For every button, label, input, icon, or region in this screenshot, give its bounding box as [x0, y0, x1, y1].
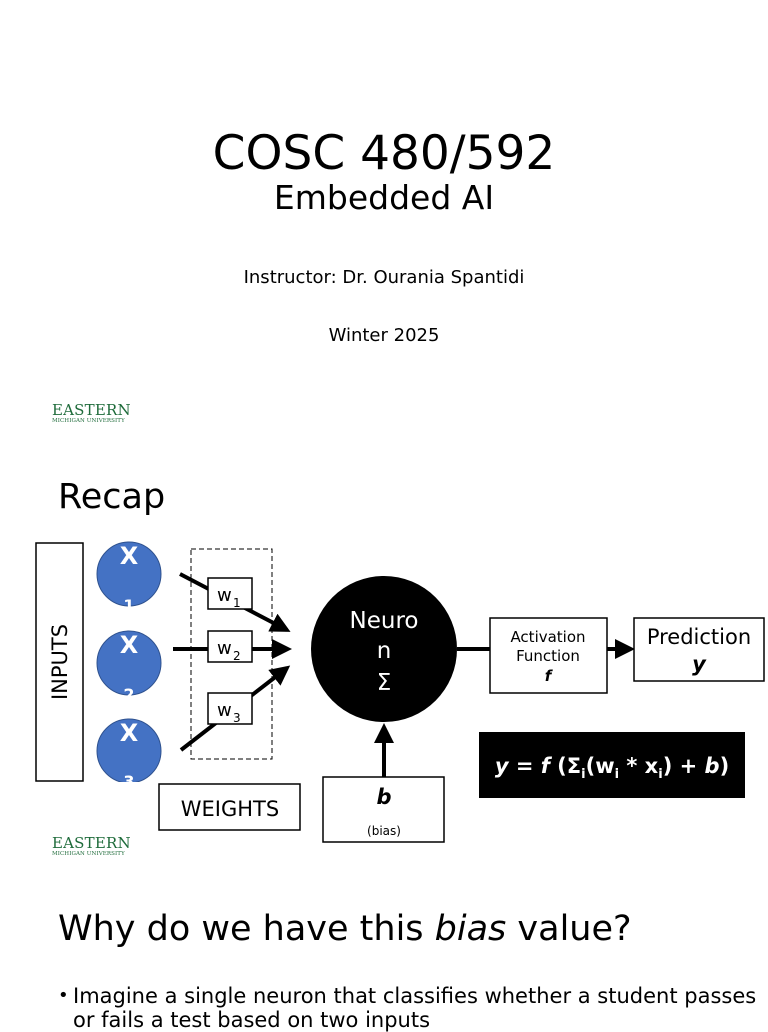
activation-label-line2: Function — [516, 647, 580, 665]
recap-heading: Recap — [58, 477, 166, 517]
inputs-box — [35, 542, 84, 782]
neuron-diagram: INPUTS X 1 X 2 X 3 w 1 w 2 w 3 WEIGHTS — [35, 541, 765, 843]
weights-label: WEIGHTS — [181, 797, 279, 821]
term-line: Winter 2025 — [328, 325, 440, 346]
logo-subtext: MICHIGAN UNIVERSITY — [52, 418, 125, 424]
formula-text: y = f (Σi(wi * xi) + b) — [495, 754, 729, 782]
question-emphasis: bias — [434, 909, 507, 949]
weight-box-1: w 1 — [207, 577, 253, 610]
weight-box-2: w 2 — [207, 630, 253, 663]
neuron-label-line1: Neuro — [350, 608, 419, 634]
weight-symbol: w — [217, 638, 232, 659]
formula-sub-1: i — [581, 767, 585, 782]
formula-sub-3: i — [658, 767, 662, 782]
weight-symbol: w — [217, 585, 232, 606]
prediction-box — [633, 617, 765, 682]
course-subtitle: Embedded AI — [273, 178, 495, 217]
activation-box — [489, 617, 608, 694]
bias-box — [322, 776, 445, 843]
course-title: COSC 480/592 — [212, 126, 556, 181]
formula-w: (w — [586, 754, 615, 778]
weight-subscript: 2 — [233, 649, 241, 663]
prediction-label: Prediction — [647, 625, 751, 649]
formula-times: * x — [619, 754, 659, 778]
bias-label: (bias) — [367, 824, 401, 838]
formula-lhs: y = — [495, 754, 541, 778]
instructor-line: Instructor: Dr. Ourania Spantidi — [243, 267, 525, 288]
input-node-1: X 1 — [96, 541, 162, 615]
formula-sub-2: i — [615, 767, 619, 782]
bias-question-heading: Why do we have this bias value? — [58, 906, 632, 952]
university-logo: EASTERN MICHIGAN UNIVERSITY — [52, 401, 132, 425]
prediction-symbol: y — [692, 652, 707, 676]
logo-subtext: MICHIGAN UNIVERSITY — [52, 851, 125, 857]
input-subscript: 3 — [123, 772, 134, 791]
weight-symbol: w — [217, 700, 232, 721]
formula-f: f — [541, 754, 553, 778]
input-node-2: X 2 — [96, 630, 162, 704]
bullet-marker: • — [58, 985, 69, 1006]
neuron-sigma: Σ — [377, 670, 392, 696]
inputs-label: INPUTS — [48, 624, 72, 700]
weights-label-box — [158, 783, 301, 831]
formula-close: ) — [720, 754, 730, 778]
bias-symbol: b — [376, 785, 391, 809]
input-symbol: X — [120, 719, 139, 747]
logo-wordmark: EASTERN — [52, 834, 131, 852]
input-symbol: X — [120, 631, 139, 659]
weight-subscript: 1 — [233, 596, 241, 610]
neuron-circle — [311, 576, 457, 722]
input-node-3: X 3 — [96, 718, 162, 791]
bullet-item: • Imagine a single neuron that classifie… — [58, 984, 758, 1032]
input-subscript: 1 — [123, 596, 134, 615]
logo-wordmark: EASTERN — [52, 401, 131, 419]
question-pre: Why do we have this — [58, 909, 435, 949]
formula-box — [479, 732, 745, 798]
question-post: value? — [506, 909, 632, 949]
weight-box-3: w 3 — [207, 692, 253, 725]
input-symbol: X — [120, 542, 139, 570]
neuron-label-line2: n — [377, 638, 392, 664]
university-logo: EASTERN MICHIGAN UNIVERSITY — [52, 834, 132, 858]
formula-plus: ) + — [663, 754, 705, 778]
formula-open: (Σ — [550, 754, 581, 778]
weight-subscript: 3 — [233, 711, 241, 725]
activation-label-line1: Activation — [510, 628, 585, 646]
formula-b: b — [705, 754, 720, 778]
activation-symbol: f — [545, 667, 554, 685]
input-subscript: 2 — [123, 685, 134, 704]
bullet-text: Imagine a single neuron that classifies … — [73, 984, 757, 1032]
